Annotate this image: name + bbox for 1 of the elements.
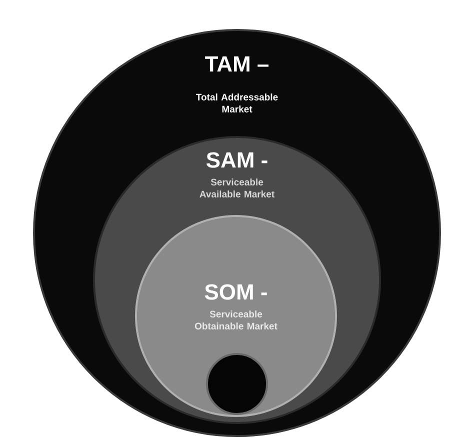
circle [206,352,268,415]
